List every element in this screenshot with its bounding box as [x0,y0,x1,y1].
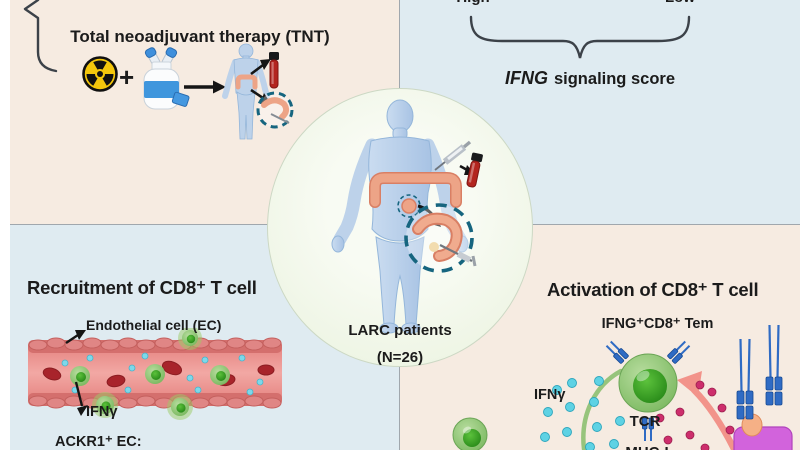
radiation-icon [82,56,118,92]
patient-count-label: (N=26) [376,349,424,366]
mhc-icon [736,338,754,420]
colon-icon [369,172,462,218]
recruitment-title: Recruitment of CD8⁺ T cell [27,277,257,298]
score-rest: signaling score [553,70,676,88]
score-brace-icon [469,15,691,59]
ifng-label-arrow-icon [74,381,88,416]
center-circle [267,88,533,367]
activation-illustration [452,324,793,450]
recruitment-illustration [28,328,282,420]
ifng-dots [540,376,625,450]
chemo-bottle-icon [143,47,190,110]
score-gene: IFNG [504,68,548,88]
recruitment-ifng-label: IFNγ [86,404,118,420]
mhc-icon [765,324,783,406]
blood-tube-icon [466,152,483,188]
mhc-label: MHC-I [612,444,682,450]
tcr-icon [605,340,629,364]
plus-sign: + [119,62,135,92]
score-low-label: Low [656,0,704,6]
tcr-icon [642,417,654,441]
antigen-dots [650,380,735,450]
arrow-to-blood-tube-icon [250,59,271,76]
tnt-blood-tube-icon [269,52,279,89]
larc-patients-label: LARC patients [348,322,452,339]
dashed-biopsy-circle-icon [404,203,477,273]
cd8-t-cell-icons [70,328,230,420]
tnt-biopsy-circle-icon [256,91,294,129]
left-arm [333,138,379,246]
tcr-label: TCR [629,413,661,430]
tumor-cell-icon [733,324,793,450]
small-t-cell-icon [452,417,488,450]
activation-arrow-icon [677,371,739,450]
ec-label-arrow-icon [65,330,86,344]
ackr1-ec-label: ACKR1⁺ EC: [55,434,142,450]
cd8-tem-cell-icon [605,340,691,441]
tnt-patient-icon [222,43,270,140]
endothelial-cell-label: Endothelial cell (EC) [86,317,222,333]
tnt-title: Total neoadjuvant therapy (TNT) [70,27,330,46]
syringe-icon [434,140,472,171]
score-label: IFNG signaling score [460,68,720,89]
biopsy-needle-icon [439,244,477,267]
tcr-icon [667,340,691,364]
tem-label: IFNG⁺CD8⁺ Tem [601,316,714,332]
activation-ifng-label: IFNγ [534,387,566,403]
arrow-right-icon [184,80,226,94]
patient-illustration [331,99,483,334]
brace-fragment-icon [23,0,58,73]
activation-title: Activation of CD8⁺ T cell [547,279,759,300]
score-high-label: High [448,0,498,6]
ifng-dots [61,352,264,396]
left-margin-strip [0,0,10,450]
